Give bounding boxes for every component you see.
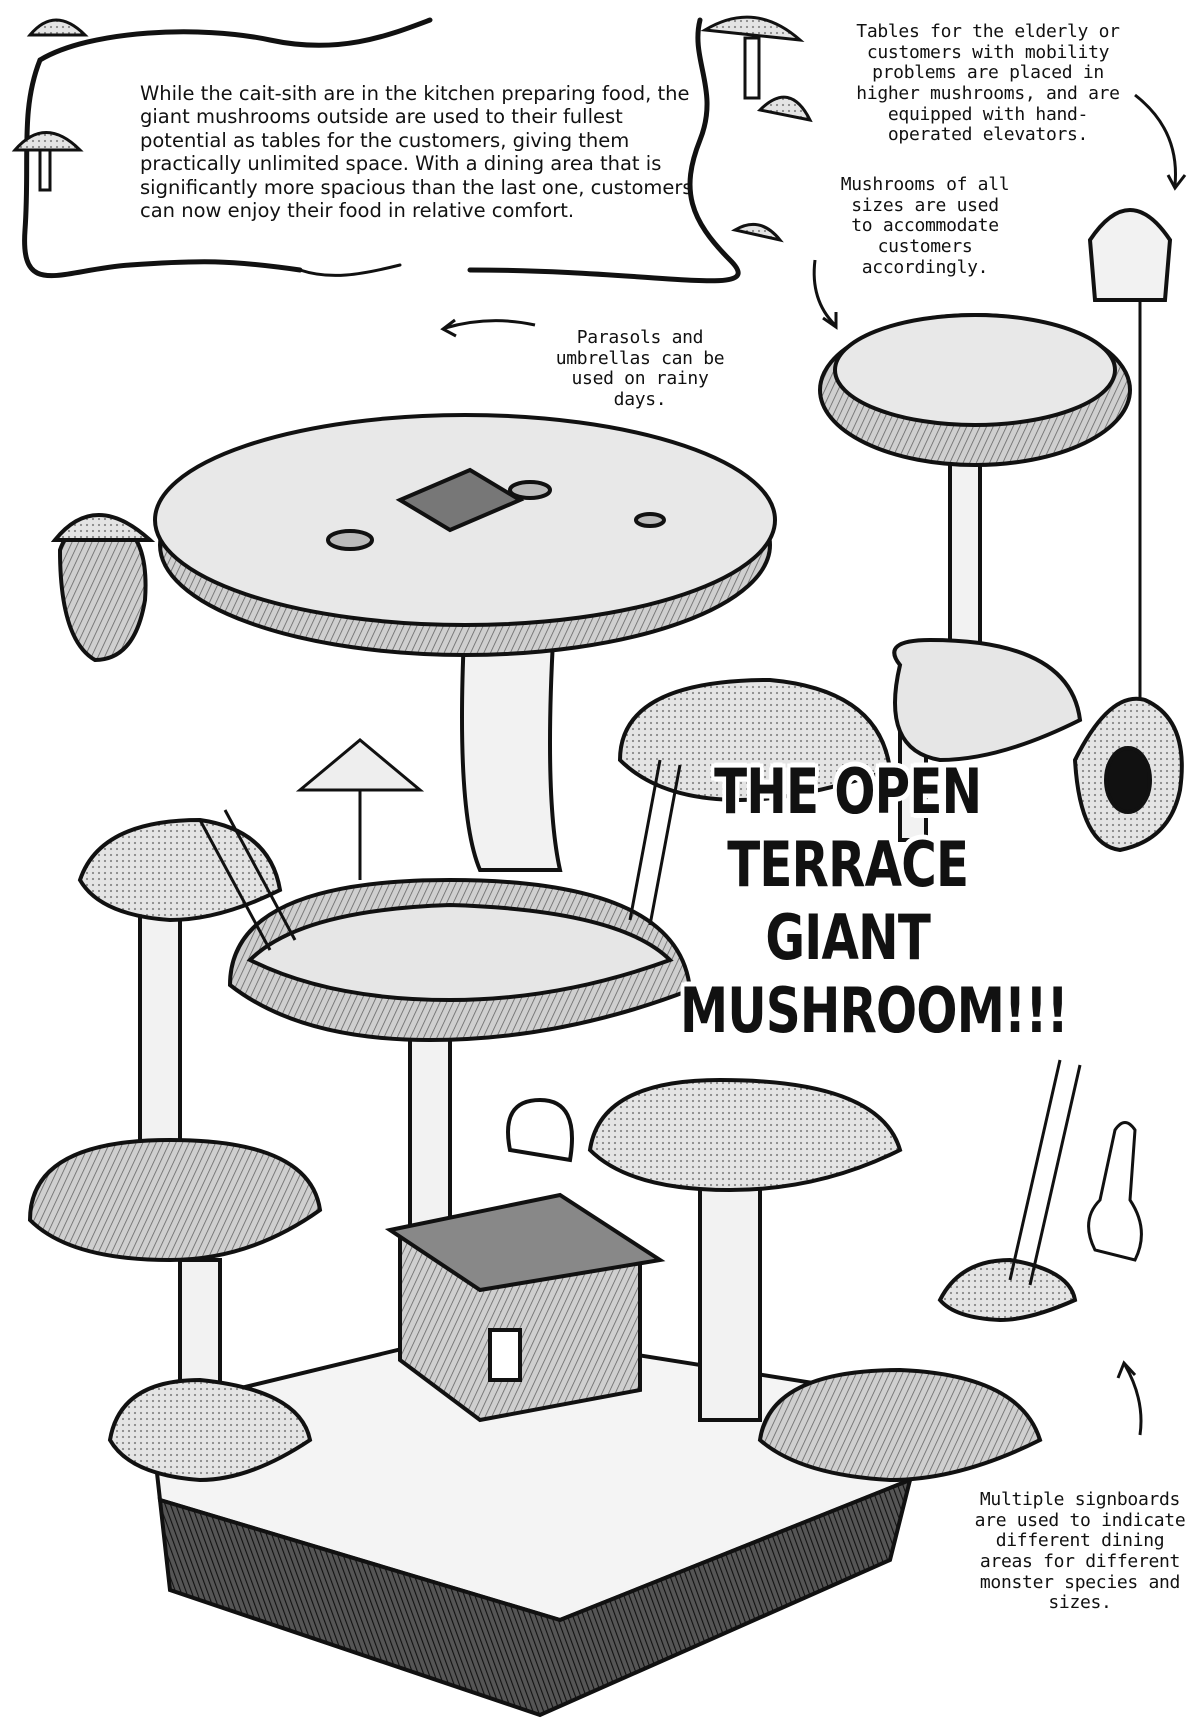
title-line-1: THE OPEN <box>714 755 982 828</box>
note-signboards: Multiple signboards are used to indicate… <box>974 1489 1186 1614</box>
note-parasols: Parasols and umbrellas can be used on ra… <box>555 327 725 411</box>
elevator-mushroom <box>818 208 1184 853</box>
page-title: THE OPEN TERRACE GIANT MUSHROOM!!! <box>680 755 1069 1048</box>
right-mushrooms <box>587 1077 1078 1483</box>
note-mushroom-sizes: Mushrooms of all sizes are used to accom… <box>840 174 1010 278</box>
giant-mushroom-main <box>153 413 777 872</box>
acorn-elevator-left <box>50 513 156 663</box>
left-mushrooms <box>27 817 323 1483</box>
title-line-2: TERRACE GIANT <box>727 828 969 975</box>
parasol <box>295 738 425 880</box>
kitchen-house <box>384 1097 666 1423</box>
note-elevators: Tables for the elderly or customers with… <box>856 21 1120 146</box>
mid-mushrooms <box>227 637 1083 1312</box>
pointing-hand-sign <box>1087 1121 1143 1262</box>
ladders <box>198 759 1082 1286</box>
title-line-3: MUSHROOM!!! <box>680 974 1069 1048</box>
annotation-arrows <box>440 93 1187 1436</box>
intro-caption: While the cait-sith are in the kitchen p… <box>140 82 693 222</box>
frame-mushrooms <box>11 15 813 243</box>
